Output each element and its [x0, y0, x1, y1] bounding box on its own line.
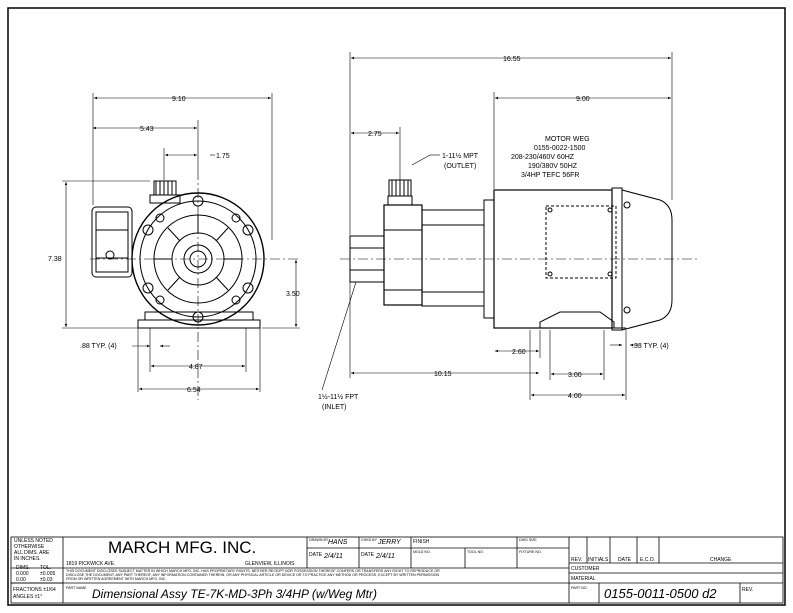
rev-header: CHANGE: [710, 557, 732, 563]
finish-label: FINISH: [413, 539, 430, 545]
customer-label: CUSTOMER: [571, 566, 600, 572]
checked-by-label: CHKD BY: [361, 538, 378, 542]
checked-by: JERRY: [377, 539, 402, 546]
part-name-label: PART NAME: [66, 586, 87, 590]
rev-header: DATE: [618, 557, 632, 563]
part-no-label: PART NO.: [571, 586, 588, 590]
motor-spec-line: 208-230/460V 60HZ: [511, 154, 575, 161]
dim-inlet-label: 1½-11½ FPT: [318, 393, 359, 401]
motor-spec-line: 0155-0022-1500: [534, 145, 585, 152]
dim-motor-foot-width: 4.00: [568, 393, 582, 400]
rev-header: REV.: [571, 557, 582, 563]
note-line: ALL DIMS. ARE: [14, 550, 50, 556]
dim-overall-length: 16.55: [503, 56, 521, 63]
sheet-border: [7, 7, 786, 606]
dim-center-height: 3.50: [286, 291, 300, 298]
dim-outlet-label: 1-11½ MPT: [442, 152, 479, 160]
title-block-text: UNLESS NOTED OTHERWISE ALL DIMS. ARE IN …: [13, 538, 753, 601]
dim-motor-foot-holes: .33 TYP. (4): [632, 343, 669, 350]
dim-foot-holes: .88 TYP. (4): [80, 343, 117, 350]
drawn-date: 2/4/11: [323, 553, 343, 560]
tol-fractions: FRACTIONS ±1/64: [13, 587, 56, 593]
fixture-label: FIXTURE NO.: [519, 550, 542, 554]
tol-angles: ANGLES ±1°: [13, 594, 42, 600]
front-view-dimensions: [62, 93, 300, 392]
motor-spec: MOTOR WEG 0155-0022-1500 208-230/460V 60…: [511, 136, 590, 179]
rev-label: REV.: [742, 587, 753, 593]
tol-header-dims: DIMS.: [16, 565, 30, 571]
part-name: Dimensional Assy TE-7K-MD-3Ph 3/4HP (w/W…: [92, 587, 377, 601]
front-view: [90, 170, 300, 400]
dim-outlet-setback: 2.75: [368, 131, 382, 138]
side-view: [340, 179, 700, 331]
dim-base-width: 6.54: [187, 387, 201, 394]
dim-motor-foot-span: 3.00: [568, 372, 582, 379]
dim-height: 7.38: [48, 256, 62, 263]
tol-header-tol: TOL.: [40, 565, 51, 571]
dim-outlet-offset: 1.75: [216, 153, 230, 160]
motor-spec-line: 190/380V 50HZ: [528, 163, 578, 170]
dim-foot-to-inlet-length: 10.15: [434, 371, 452, 378]
material-label: MATERIAL: [571, 576, 596, 582]
tool-label: TOOL NO.: [467, 550, 484, 554]
drawn-date-label: DATE: [309, 552, 323, 558]
dim-inlet-to-foot: 2.60: [512, 349, 526, 356]
drawn-by-label: DRAWN BY: [309, 538, 329, 542]
rev-header: E.C.O.: [640, 557, 655, 563]
dimension-labels: 9.10 5.43 1.75 7.38 3.50 .88 TYP. (4) 4.…: [48, 56, 669, 411]
tol-dims: 0.00: [16, 577, 26, 583]
dwg-size-label: DWG SIZE: [519, 538, 537, 542]
checked-date-label: DATE: [361, 552, 375, 558]
dim-overall-width: 9.10: [172, 96, 186, 103]
note-line: OTHERWISE: [14, 544, 45, 550]
company-name: MARCH MFG. INC.: [108, 538, 256, 557]
dim-half-width: 5.43: [140, 126, 154, 133]
dim-inlet-note: (INLET): [322, 404, 347, 411]
motor-spec-line: MOTOR WEG: [545, 136, 590, 143]
rev-header: INITIALS: [588, 557, 609, 563]
tol-value: ±0.03: [40, 577, 53, 583]
tol-value: ±0.005: [40, 571, 55, 577]
disclaimer-line: THIS DOCUMENT DISCLOSES SUBJECT MATTER I…: [66, 569, 440, 573]
company-address: 1819 PICKWICK AVE.: [66, 561, 115, 567]
title-block: [10, 536, 784, 604]
disclaimer-line: DISCLOSE THE DOCUMENT, ANY PART THEREOF,…: [66, 573, 440, 577]
disclaimer-line: FROM OR WRITTEN AGREEMENT WITH MARCH MFG…: [66, 577, 166, 581]
tol-dims: 0.000: [16, 571, 29, 577]
side-view-dimensions: [321, 52, 673, 400]
motor-spec-line: 3/4HP TEFC 56FR: [521, 172, 580, 179]
dim-outlet-note: (OUTLET): [444, 163, 476, 170]
drawn-by: HANS: [328, 539, 348, 546]
part-no: 0155-0011-0500 d2: [604, 586, 717, 601]
mold-label: MOLD NO.: [413, 550, 431, 554]
note-line: IN INCHES.: [14, 556, 41, 562]
company-city: GLENVIEW, ILLINOIS: [245, 561, 295, 567]
checked-date: 2/4/11: [375, 553, 395, 560]
dim-foot-span: 4.87: [189, 364, 203, 371]
dim-motor-length: 9.00: [576, 96, 590, 103]
note-line: UNLESS NOTED: [14, 538, 53, 544]
